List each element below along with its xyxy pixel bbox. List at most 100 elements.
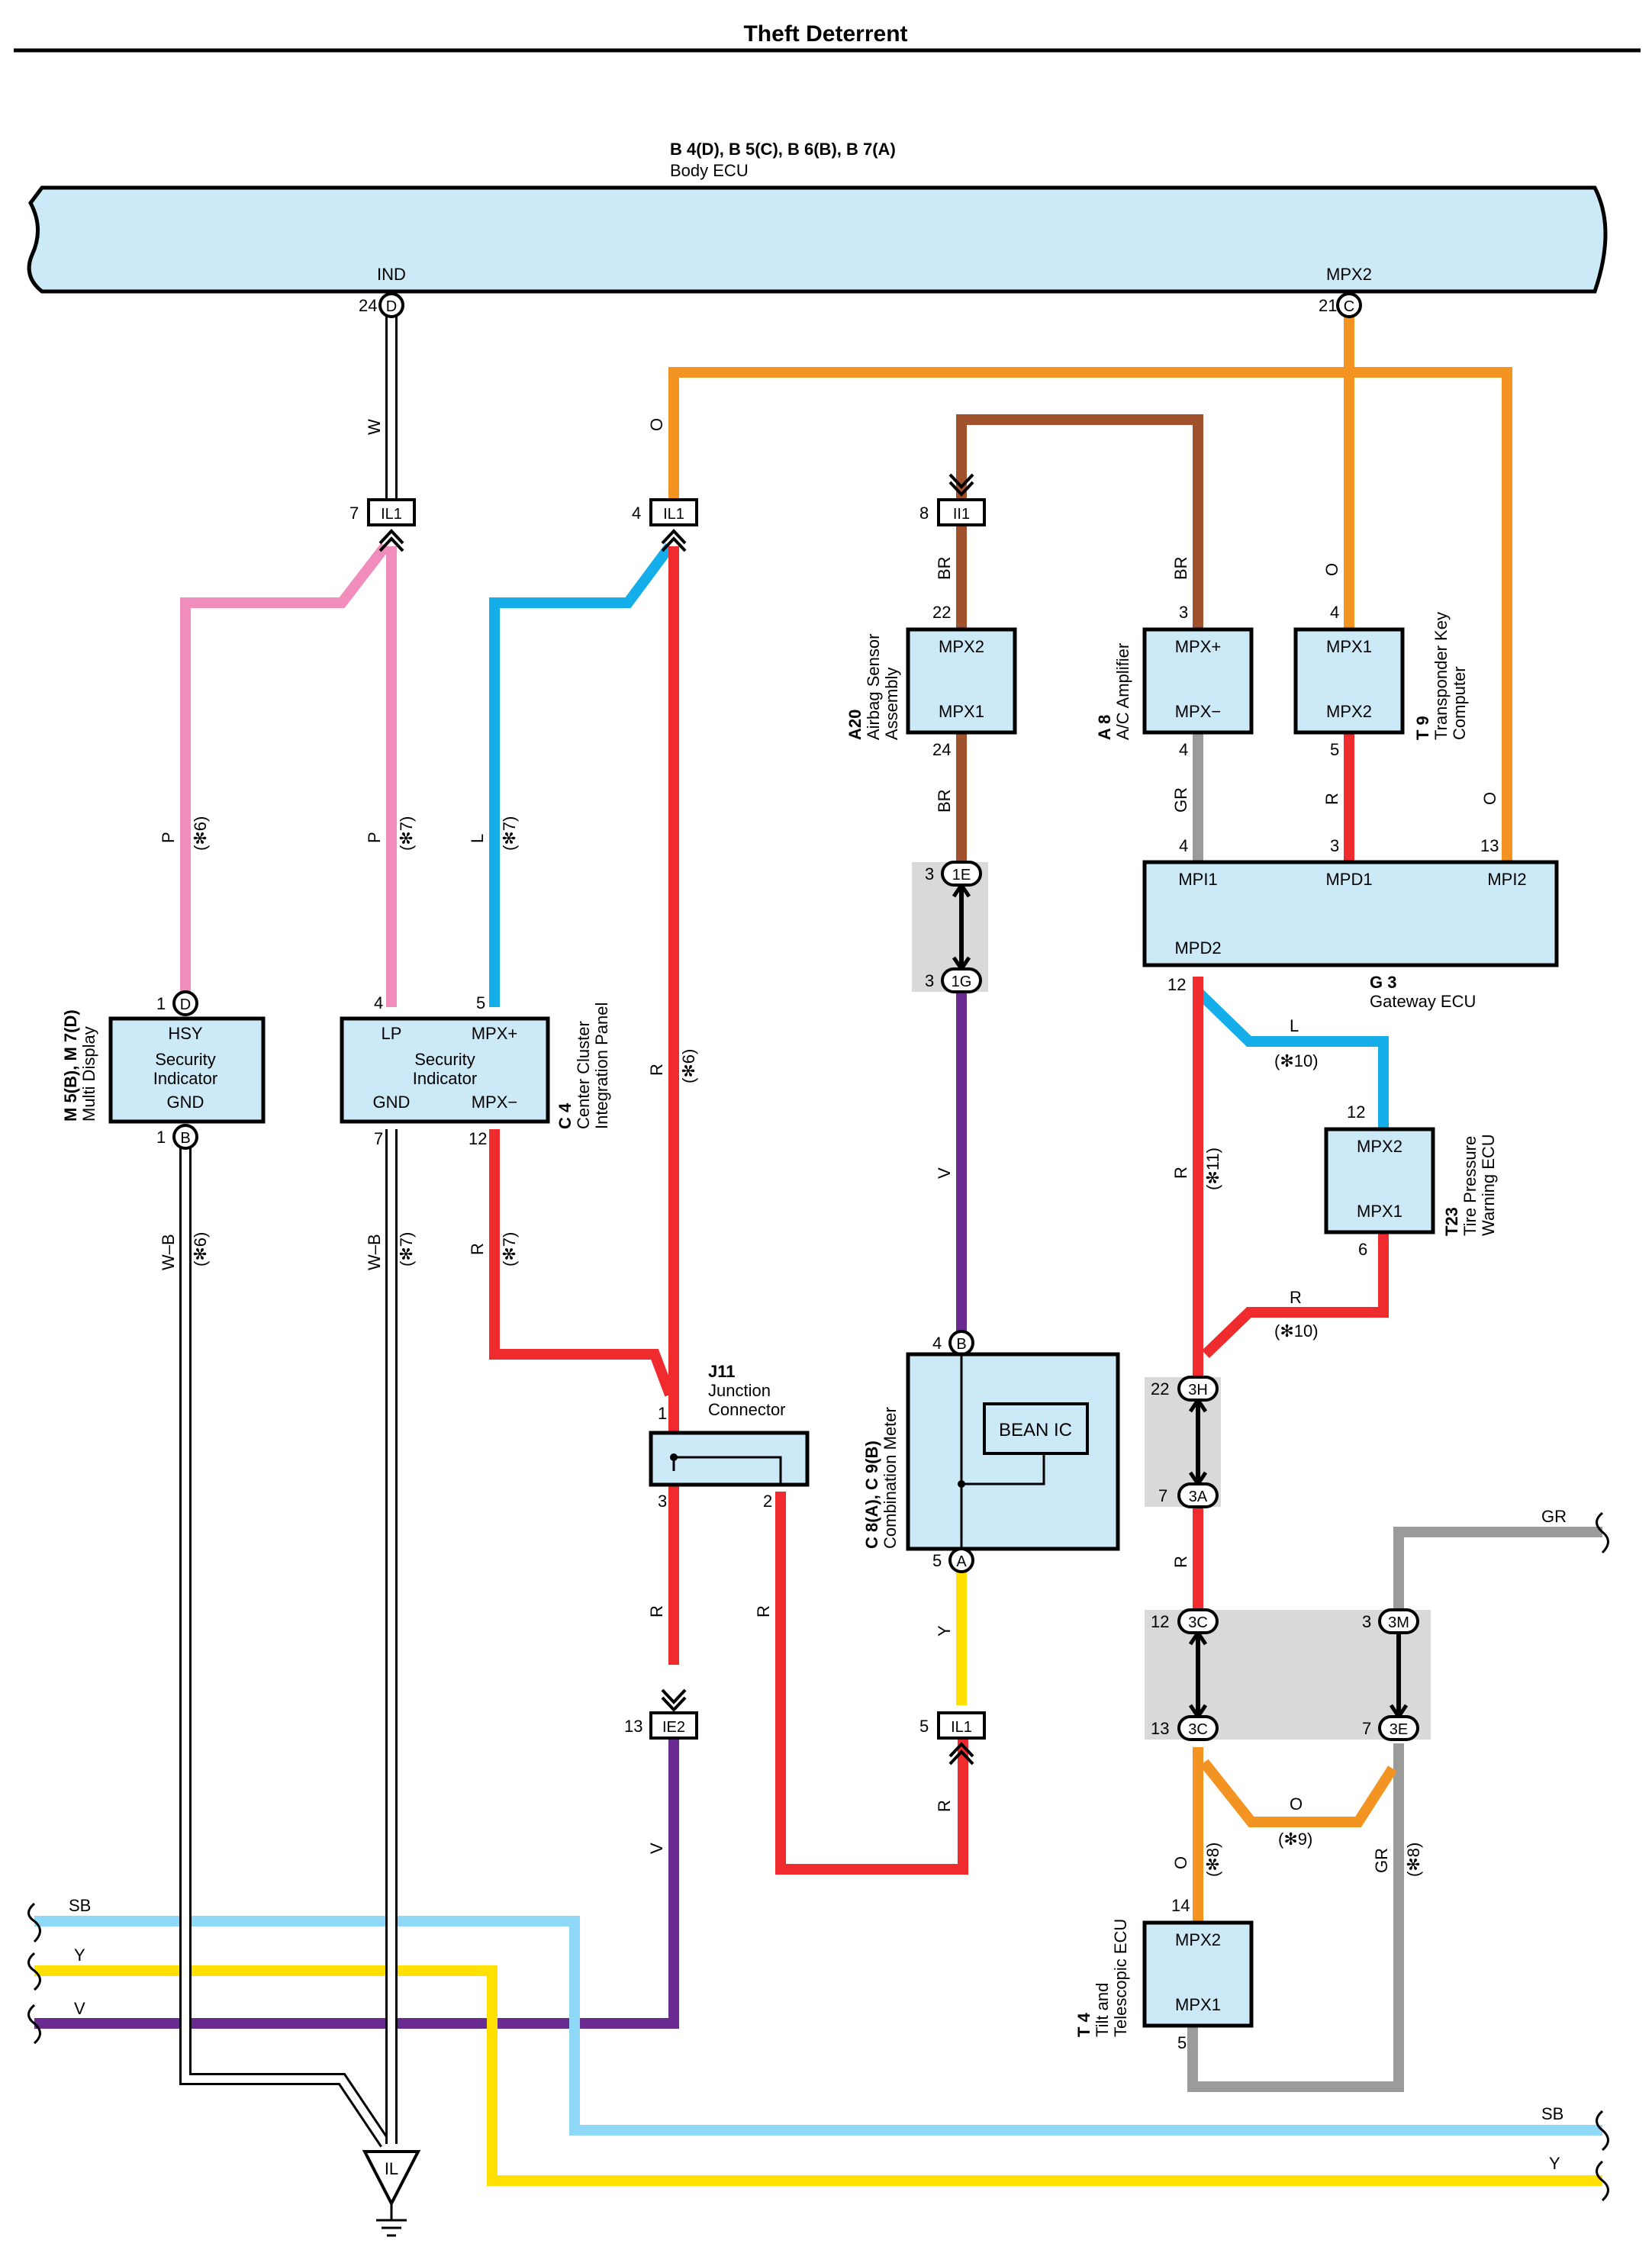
a20-name2: Assembly [882, 668, 901, 740]
splice-1g-pin: 3 [925, 971, 934, 990]
cm-bean-ic: BEAN IC [999, 1420, 1072, 1440]
t4-pin-14: 14 [1171, 1896, 1190, 1915]
a8-mpxm: MPX− [1175, 702, 1222, 721]
bus-breaks-left [27, 1902, 41, 2045]
a8-code: A 8 [1095, 715, 1114, 740]
a20-pin-22: 22 [932, 603, 951, 622]
md-name: Multi Display [79, 1026, 98, 1122]
t4-mpx1: MPX1 [1175, 1995, 1221, 2014]
label-gr-3e: GR [1372, 1848, 1391, 1873]
cc-label2: Indicator [413, 1069, 477, 1088]
wire-l1 [489, 542, 675, 1007]
cm-pin-b-letter: B [956, 1336, 966, 1353]
j11-code: J11 [708, 1362, 736, 1381]
label-p1: P [159, 832, 178, 843]
splice-1e-1g: 1E 3 1G 3 [912, 861, 988, 993]
body-ecu-code: B 4(D), B 5(C), B 6(B), B 7(A) [670, 140, 896, 159]
t4-code: T 4 [1074, 2012, 1093, 2037]
label-sb-left: SB [69, 1896, 91, 1915]
label-l1: L [468, 834, 487, 843]
wire-gr-3e [1187, 1743, 1404, 2092]
t23-name2: Warning ECU [1479, 1134, 1498, 1236]
component-ac-amplifier: 3 MPX+ MPX− 4 A 8 A/C Amplifier [1095, 603, 1254, 759]
label-gr-right: GR [1541, 1507, 1567, 1526]
a20-code: A20 [845, 710, 865, 740]
wire-labels: W O BR BR O BR GR R O P (✻6) P (✻7) L (✻… [69, 418, 1567, 2173]
md-pin-d-num: 1 [156, 994, 166, 1013]
connector-ie2-pin: 13 [624, 1717, 642, 1736]
connector-il1-w-pin: 7 [349, 504, 359, 523]
a8-pin-3: 3 [1179, 603, 1188, 622]
label-r-g3: R [1322, 793, 1341, 805]
cc-label1: Security [414, 1050, 475, 1069]
label-v-left: V [74, 1999, 85, 2018]
wire-sb-bus [34, 1916, 1602, 2136]
a20-mpx1: MPX1 [939, 702, 984, 721]
connector-il1-y-pin: 5 [919, 1717, 929, 1736]
label-wb1-note: (✻6) [191, 1232, 210, 1267]
splice-3m-pin: 3 [1362, 1612, 1371, 1631]
body-ecu-pin-ind: IND [377, 265, 406, 284]
g3-mpi1: MPI1 [1178, 870, 1217, 889]
label-wb2-note: (✻7) [397, 1232, 416, 1267]
wire-wb1-core [182, 1144, 389, 2146]
cc-mpxm: MPX− [472, 1093, 518, 1112]
splice-3e-pin: 7 [1362, 1719, 1371, 1738]
label-l-tp: L [1290, 1016, 1299, 1035]
t4-pin-5: 5 [1177, 2033, 1187, 2052]
t23-code: T23 [1442, 1207, 1461, 1236]
bus-breaks-right [1596, 1511, 1609, 2202]
md-pin-d-letter: D [180, 996, 191, 1013]
splice-1g-code: 1G [952, 974, 972, 990]
md-pin-b-letter: B [180, 1130, 190, 1147]
t9-name1: Transponder Key [1431, 612, 1451, 740]
cm-pin-b-num: 4 [932, 1334, 942, 1353]
a8-name: A/C Amplifier [1113, 643, 1132, 740]
splice-3e-code: 3E [1390, 1721, 1408, 1738]
component-gateway-ecu: 4 3 13 MPI1 MPD1 MPI2 MPD2 12 G 3 Gatewa… [1142, 836, 1559, 1011]
component-tilt-telescopic: 14 MPX2 MPX1 5 T 4 Tilt and Telescopic E… [1074, 1896, 1254, 2052]
md-code: M 5(B), M 7(D) [61, 1009, 80, 1122]
t23-name1: Tire Pressure [1460, 1136, 1480, 1236]
cm-code: C 8(A), C 9(B) [862, 1440, 881, 1549]
a20-mpx2: MPX2 [939, 637, 984, 656]
t4-mpx2: MPX2 [1175, 1930, 1221, 1949]
body-ecu-panel [27, 185, 1608, 294]
cc-gnd: GND [373, 1093, 411, 1112]
terminal-ind [378, 292, 404, 318]
wire-r-j2 [775, 1492, 968, 1875]
label-o-t9: O [1322, 563, 1341, 576]
splice-1e-code: 1E [952, 867, 971, 884]
label-o-g3: O [1480, 792, 1499, 805]
md-gnd: GND [167, 1093, 204, 1112]
t9-name2: Computer [1450, 666, 1469, 740]
splice-1e-pin: 3 [925, 864, 934, 884]
label-o-mid-note: (✻9) [1278, 1830, 1312, 1849]
cc-pin-12: 12 [469, 1129, 487, 1148]
g3-pin-13: 13 [1480, 836, 1499, 855]
component-junction-connector: J11 Junction Connector 1 3 2 [649, 1362, 810, 1511]
terminal-ind-num: 24 [359, 296, 377, 315]
wire-p1 [180, 542, 390, 992]
label-l-tp-note: (✻10) [1274, 1051, 1319, 1070]
label-r-il1: R [935, 1800, 954, 1812]
splice-3a-pin: 7 [1158, 1486, 1167, 1505]
splice-3c1-pin: 12 [1151, 1612, 1169, 1631]
a8-mpxp: MPX+ [1175, 637, 1222, 656]
terminal-ind-letter: D [386, 298, 397, 315]
component-multi-display: D 1 HSY Security Indicator GND B 1 M 5(B… [61, 990, 266, 1150]
label-wb1: W–B [159, 1234, 178, 1270]
connector-il1-y-code: IL1 [951, 1719, 972, 1736]
md-label2: Indicator [153, 1069, 217, 1088]
j11-name2: Connector [708, 1400, 786, 1419]
g3-mpd1: MPD1 [1325, 870, 1372, 889]
t9-pin-4: 4 [1330, 603, 1339, 622]
md-pin-b-num: 1 [156, 1128, 166, 1147]
connector-ii1-code: II1 [953, 506, 970, 523]
label-r-g12: R [1171, 1167, 1190, 1179]
connector-il1-w: IL1 7 [349, 498, 416, 552]
g3-mpi2: MPI2 [1487, 870, 1526, 889]
cc-lp: LP [382, 1024, 402, 1043]
label-r-g12-note: (✻11) [1203, 1147, 1222, 1190]
